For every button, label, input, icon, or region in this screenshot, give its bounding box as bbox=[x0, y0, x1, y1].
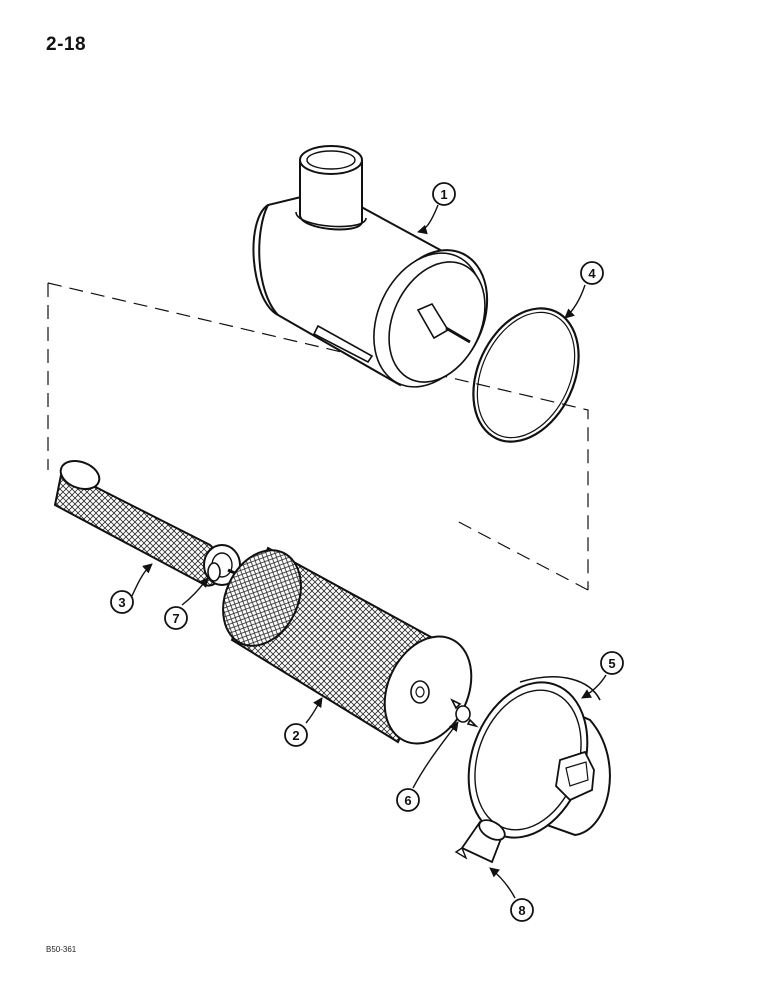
svg-text:3: 3 bbox=[118, 595, 125, 610]
leader-6 bbox=[412, 721, 459, 789]
end-cover bbox=[467, 676, 611, 839]
dust-valve bbox=[454, 819, 506, 864]
callout-2: 2 bbox=[284, 723, 308, 747]
leader-4 bbox=[564, 284, 586, 319]
leader-8 bbox=[489, 867, 516, 899]
callout-1: 1 bbox=[432, 182, 456, 206]
svg-text:5: 5 bbox=[608, 656, 615, 671]
callout-3: 3 bbox=[110, 590, 134, 614]
air-cleaner-housing bbox=[252, 145, 489, 388]
svg-text:7: 7 bbox=[172, 611, 179, 626]
figure-code: B50-361 bbox=[46, 945, 77, 954]
page-number: 2-18 bbox=[46, 34, 87, 55]
leader-5 bbox=[581, 674, 607, 699]
leader-1 bbox=[417, 204, 439, 235]
primary-filter-element bbox=[222, 546, 473, 745]
leader-2 bbox=[305, 697, 323, 724]
sealing-ring bbox=[472, 307, 580, 443]
svg-text:8: 8 bbox=[518, 903, 525, 918]
alignment-guide-line bbox=[47, 282, 589, 591]
wing-nut bbox=[450, 698, 479, 728]
seal-washer bbox=[207, 562, 221, 582]
callout-4: 4 bbox=[580, 261, 604, 285]
svg-text:4: 4 bbox=[588, 266, 596, 281]
leader-7 bbox=[181, 577, 209, 606]
svg-text:1: 1 bbox=[440, 187, 447, 202]
callout-5: 5 bbox=[600, 651, 624, 675]
inner-filter-element bbox=[53, 459, 247, 587]
leader-lines bbox=[131, 204, 607, 899]
callout-8: 8 bbox=[510, 898, 534, 922]
svg-text:6: 6 bbox=[404, 793, 411, 808]
callout-6: 6 bbox=[396, 788, 420, 812]
callout-7: 7 bbox=[164, 606, 188, 630]
svg-text:2: 2 bbox=[292, 728, 299, 743]
leader-3 bbox=[131, 563, 153, 597]
